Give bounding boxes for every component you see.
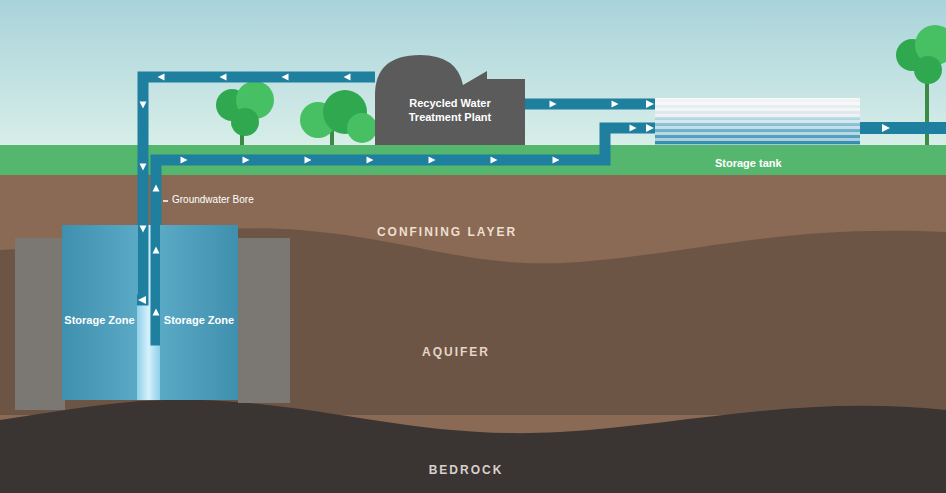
layer-band: CONFINING LAYER (369, 222, 526, 243)
outflow-pipe (860, 122, 946, 134)
node-label: Storage Zone (62, 314, 137, 328)
storage-zone: Storage Zone (62, 225, 137, 400)
storage-tank-body (655, 98, 860, 145)
storage-zone-fringe (15, 238, 65, 410)
flow-arrow (882, 124, 890, 132)
node-label: Recycled Water Treatment Plant (383, 97, 517, 125)
storage-zone-fringe (238, 238, 290, 403)
node-label: Storage tank (715, 157, 782, 171)
node-label: Storage Zone (160, 314, 238, 328)
water-pipe (525, 100, 655, 108)
storage-tank-stripes (655, 98, 860, 145)
layer-band: BEDROCK (421, 460, 512, 481)
storage-tank: Storage tank (655, 98, 860, 145)
bedrock-band (0, 400, 946, 493)
layer-name: BEDROCK (421, 463, 512, 478)
leader-line (163, 200, 168, 202)
trees (216, 25, 946, 150)
callout-label: Groundwater Bore (172, 194, 254, 205)
storage-zone: Storage Zone (160, 225, 238, 400)
treatment-plant: Recycled Water Treatment Plant (375, 55, 525, 145)
layer-name: CONFINING LAYER (369, 225, 526, 240)
layer-name: AQUIFER (414, 345, 498, 360)
layer-band: AQUIFER (414, 342, 498, 363)
